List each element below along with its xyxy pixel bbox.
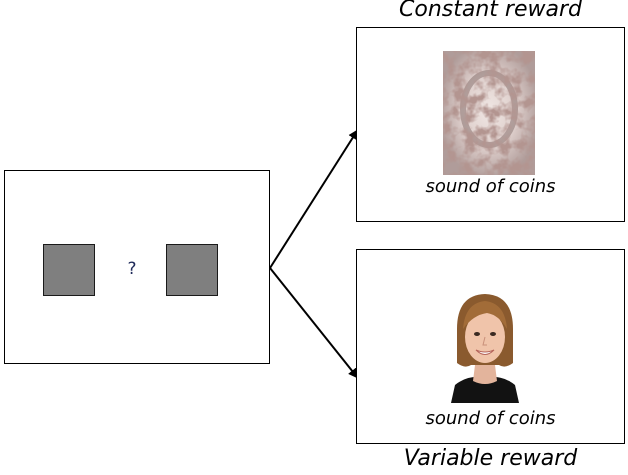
left-option-square bbox=[43, 244, 95, 296]
question-mark: ? bbox=[127, 259, 137, 279]
variable-sound-label: sound of coins bbox=[425, 408, 556, 429]
arrow-to-constant bbox=[269, 129, 359, 269]
constant-sound-label: sound of coins bbox=[425, 176, 556, 197]
face-photo-icon bbox=[447, 289, 523, 403]
constant-reward-panel: sound of coins bbox=[356, 27, 625, 222]
variable-reward-panel: sound of coins bbox=[356, 249, 625, 444]
variable-reward-title: Variable reward bbox=[403, 446, 578, 471]
scrambled-face-icon bbox=[443, 51, 535, 175]
choice-panel: ? bbox=[4, 170, 270, 364]
constant-reward-title: Constant reward bbox=[399, 0, 582, 22]
right-option-square bbox=[166, 244, 218, 296]
arrow-to-variable bbox=[269, 267, 359, 379]
